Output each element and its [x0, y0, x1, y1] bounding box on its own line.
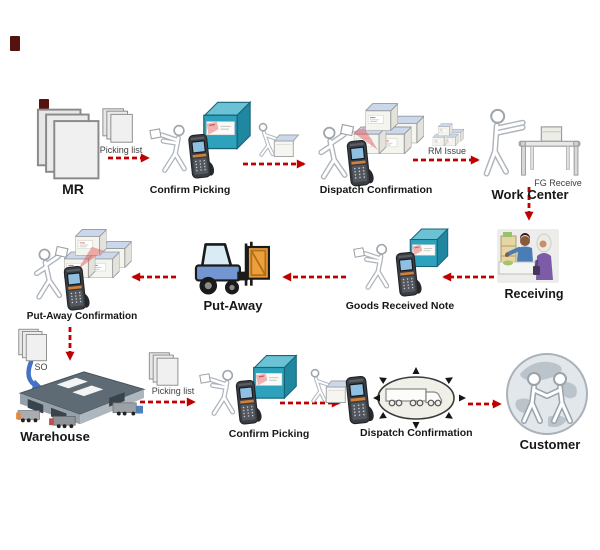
- picking-list-top-papers-icon: [102, 108, 134, 143]
- confirm-picking-top-scanner-icon: [187, 134, 214, 182]
- work-center-label: Work Center: [491, 187, 569, 202]
- put-away-confirmation-label: Put-Away Confirmation: [26, 311, 138, 322]
- dispatch-confirmation-bottom-label: Dispatch Confirmation: [360, 427, 473, 439]
- customer-label: Customer: [519, 437, 581, 452]
- picking-list-bottom-label: Picking list: [151, 386, 195, 396]
- mr-documents-icon: [36, 108, 102, 180]
- page-mark-1: [10, 36, 20, 51]
- put-away-forklift-icon: [190, 240, 274, 298]
- receiving-label: Receiving: [504, 287, 564, 301]
- page-mark-2: [39, 99, 49, 109]
- confirm-picking-bottom-label: Confirm Picking: [228, 428, 310, 440]
- mr-label: MR: [62, 181, 84, 197]
- warehouse-label: Warehouse: [20, 429, 90, 444]
- confirm-picking-top-label: Confirm Picking: [149, 184, 231, 196]
- grn-scanner-icon: [394, 252, 422, 300]
- dispatch-top-scanner-icon: [345, 140, 374, 190]
- put-away-label: Put-Away: [203, 298, 263, 313]
- dispatch-confirmation-top-label: Dispatch Confirmation: [319, 184, 433, 196]
- pac-scanner-icon: [62, 266, 90, 314]
- confirm-picking-bottom-scanner-icon: [234, 380, 262, 428]
- customer-globe-icon: [504, 350, 590, 440]
- goods-received-note-label: Goods Received Note: [345, 300, 455, 312]
- fg-receive-label: FG Receive: [534, 178, 582, 188]
- rm-issue-cartons-icon: [428, 122, 468, 146]
- so-papers-icon: [18, 328, 48, 362]
- receiving-desk-icon: [496, 228, 560, 286]
- dispatch-bottom-truck-icon: [368, 364, 478, 436]
- box-pusher-top-icon: [252, 122, 300, 160]
- so-label: SO: [34, 362, 48, 372]
- picking-list-top-label: Picking list: [99, 145, 143, 155]
- work-center-table-icon: [518, 124, 582, 178]
- picking-list-bottom-papers-icon: [148, 352, 180, 386]
- dispatch-bottom-scanner-icon: [344, 376, 374, 428]
- grn-worker-icon: [350, 240, 396, 296]
- warehouse-building-icon: [14, 368, 150, 430]
- rm-issue-label: RM Issue: [427, 146, 466, 156]
